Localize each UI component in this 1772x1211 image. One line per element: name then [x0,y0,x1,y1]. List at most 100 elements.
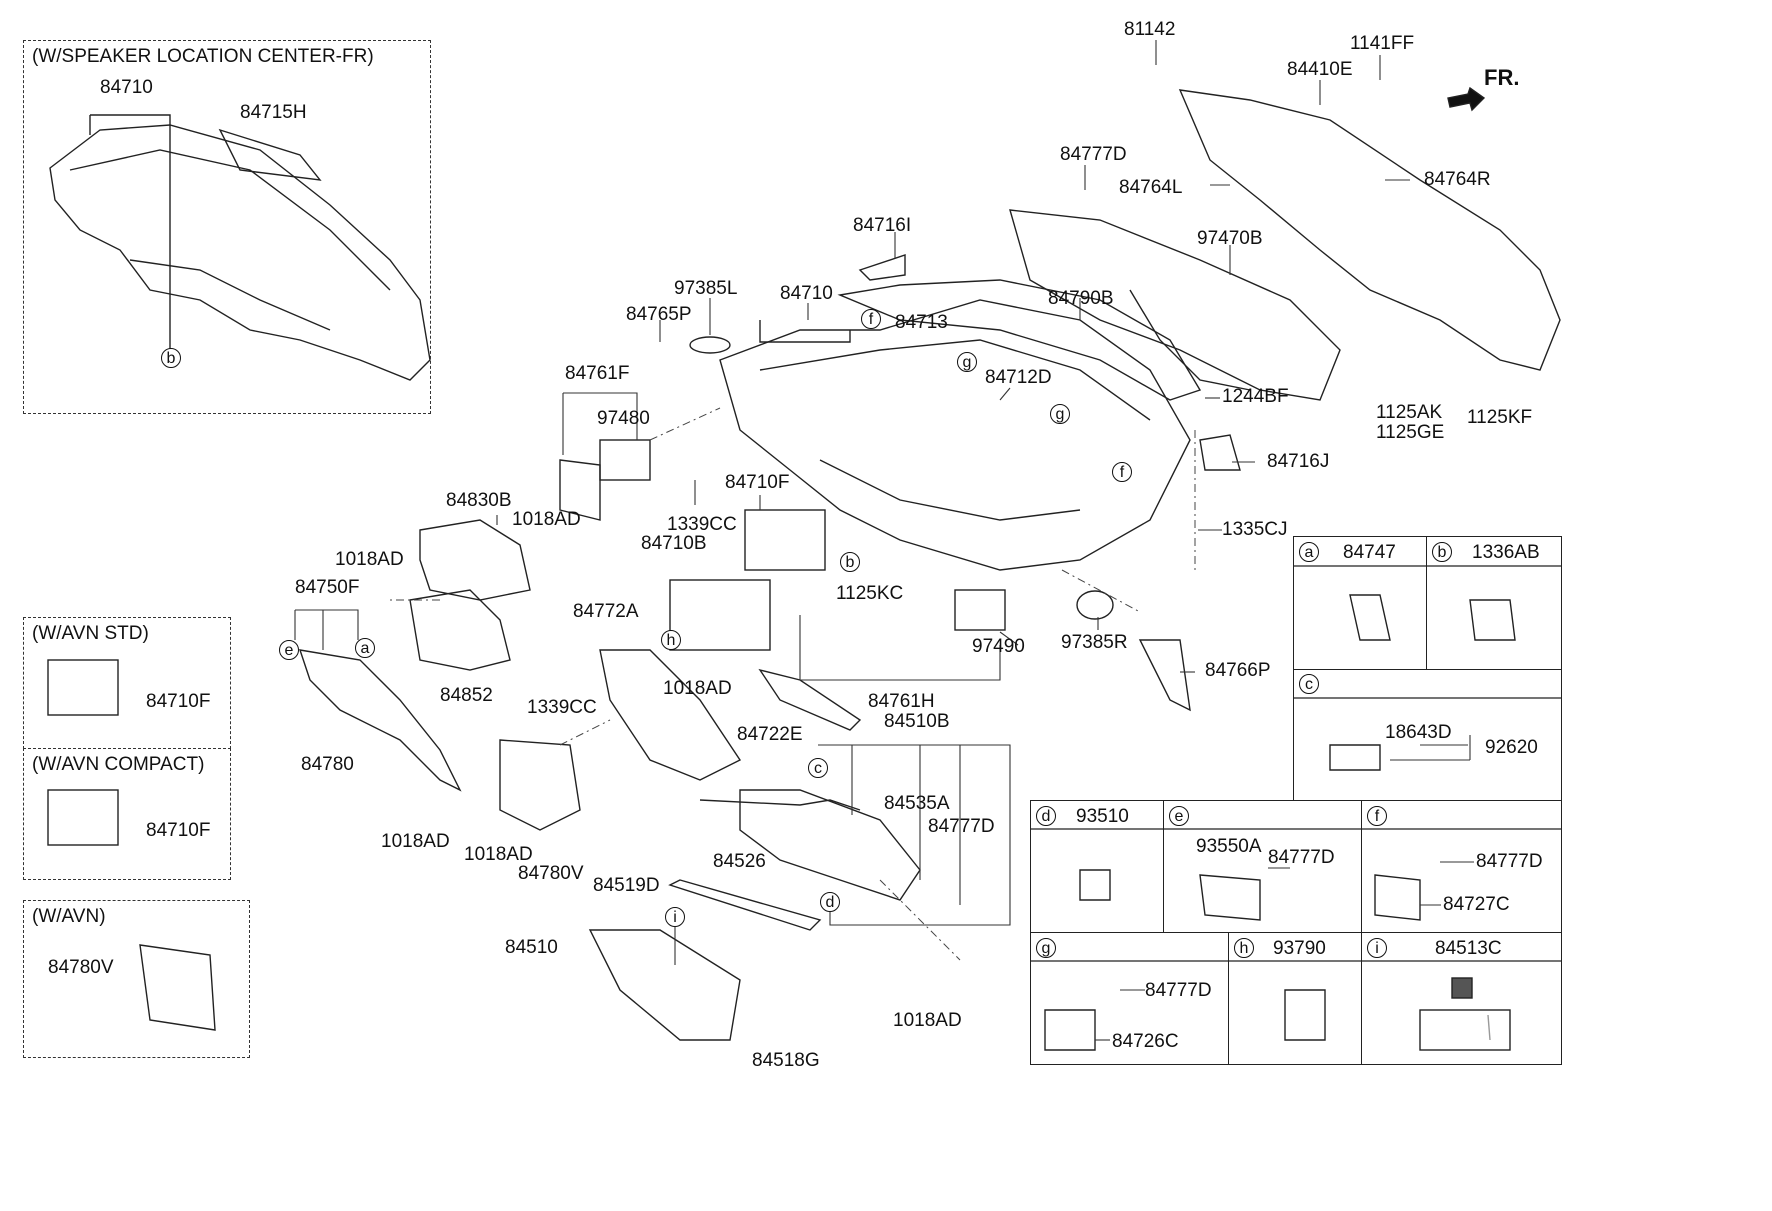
glove-box-shape [588,929,741,1041]
part-label-84710f[interactable]: 84710F [725,472,790,493]
part-label-84766p[interactable]: 84766P [1205,660,1271,681]
inset-speaker-location-frame [23,40,431,414]
part-label-1339cc-a[interactable]: 1339CC [667,514,737,535]
part-label-1125kf[interactable]: 1125KF [1467,407,1533,428]
legend-part-84777d-f[interactable]: 84777D [1476,851,1543,872]
part-label-84777d-mid[interactable]: 84777D [928,816,995,837]
callout-g-top[interactable]: g [957,352,977,372]
part-label-84765p[interactable]: 84765P [626,304,692,325]
part-label-84710[interactable]: 84710 [780,283,833,304]
legend-part-93550a[interactable]: 93550A [1196,836,1262,857]
callout-g-right[interactable]: g [1050,404,1070,424]
part-label-84764r[interactable]: 84764R [1424,169,1491,190]
legend-part-18643d[interactable]: 18643D [1385,722,1452,743]
callout-a[interactable]: a [355,638,375,658]
legend-part-93790[interactable]: 93790 [1273,938,1326,959]
callout-h[interactable]: h [661,630,681,650]
part-label-84777d-top[interactable]: 84777D [1060,144,1127,165]
part-label-97480[interactable]: 97480 [597,408,650,429]
part-label-1018ad-b[interactable]: 1018AD [335,549,404,570]
part-label-84526[interactable]: 84526 [713,851,766,872]
legend-part-1336ab[interactable]: 1336AB [1472,542,1540,563]
side-vent-right-shape [954,589,1006,631]
legend-letter-a: a [1299,542,1319,562]
part-label-1018ad-e[interactable]: 1018AD [464,844,533,865]
part-label-84750f[interactable]: 84750F [295,577,360,598]
legend-letter-d: d [1036,806,1056,826]
inset-avn-label-84780v[interactable]: 84780V [48,957,114,978]
avn-bezel-shape [139,944,216,1031]
callout-f-right[interactable]: f [1112,462,1132,482]
legend-part-92620[interactable]: 92620 [1485,737,1538,758]
callout-d[interactable]: d [820,892,840,912]
part-label-84510[interactable]: 84510 [505,937,558,958]
part-label-84519d[interactable]: 84519D [593,875,660,896]
part-label-84780v[interactable]: 84780V [518,863,584,884]
part-label-84761h[interactable]: 84761H [868,691,935,712]
part-label-1018ad-f[interactable]: 1018AD [893,1010,962,1031]
part-label-1125ge[interactable]: 1125GE [1376,422,1445,443]
avn-unit-shape [744,509,826,571]
legend-part-84747[interactable]: 84747 [1343,542,1396,563]
part-label-84852[interactable]: 84852 [440,685,493,706]
legend-part-84726c[interactable]: 84726C [1112,1031,1179,1052]
part-label-1339cc-b[interactable]: 1339CC [527,697,597,718]
inset-avn-compact-label-84710f[interactable]: 84710F [146,820,211,841]
part-label-84712d[interactable]: 84712D [985,367,1052,388]
part-label-81142[interactable]: 81142 [1124,19,1176,40]
speaker-grille-left-shape [689,336,731,354]
part-label-97490[interactable]: 97490 [972,636,1025,657]
part-label-84518g[interactable]: 84518G [752,1050,820,1071]
part-label-84790b[interactable]: 84790B [1048,288,1114,309]
inset-avn-std-label-84710f[interactable]: 84710F [146,691,211,712]
part-label-84713[interactable]: 84713 [895,312,948,333]
crash-pad-lower-shape [298,649,462,792]
part-label-84410e[interactable]: 84410E [1287,59,1353,80]
inset-speaker-label-84710[interactable]: 84710 [100,77,153,98]
legend-part-84777d-g[interactable]: 84777D [1145,980,1212,1001]
legend-part-84777d-e[interactable]: 84777D [1268,847,1335,868]
legend-letter-h: h [1234,938,1254,958]
legend-nut-b-shape [1469,599,1516,641]
side-cover-left-shape [1199,434,1241,471]
avn-std-unit-shape [47,659,119,716]
part-label-97385r[interactable]: 97385R [1061,632,1128,653]
part-label-1335cj[interactable]: 1335CJ [1222,519,1288,540]
legend-bracket-f-shape [1374,874,1421,921]
part-label-1141ff[interactable]: 1141FF [1350,33,1415,54]
callout-b[interactable]: b [840,552,860,572]
part-label-84716i[interactable]: 84716I [853,215,912,236]
callout-i[interactable]: i [665,907,685,927]
callout-f-top[interactable]: f [861,309,881,329]
callout-e[interactable]: e [279,640,299,660]
callout-c[interactable]: c [808,758,828,778]
part-label-1018ad-a[interactable]: 1018AD [512,509,581,530]
part-label-97385l[interactable]: 97385L [674,278,738,299]
part-label-1244bf[interactable]: 1244BF [1222,386,1289,407]
legend-part-93510[interactable]: 93510 [1076,806,1129,827]
cluster-hood-shape [419,519,531,601]
part-label-84510b[interactable]: 84510B [884,711,950,732]
part-label-84764l[interactable]: 84764L [1119,177,1183,198]
part-label-84780[interactable]: 84780 [301,754,354,775]
part-label-84710b[interactable]: 84710B [641,533,707,554]
part-label-84722e[interactable]: 84722E [737,724,803,745]
part-label-97470b[interactable]: 97470B [1197,228,1263,249]
legend-part-84513c[interactable]: 84513C [1435,938,1502,959]
crash-pad-panel-shape [837,279,1202,401]
front-direction-label: FR. [1484,65,1520,90]
part-label-1125ak[interactable]: 1125AK [1376,402,1443,423]
part-label-84830b[interactable]: 84830B [446,490,512,511]
part-label-1018ad-c[interactable]: 1018AD [663,678,732,699]
part-label-1125kc[interactable]: 1125KC [836,583,904,604]
part-label-84535a[interactable]: 84535A [884,793,950,814]
inset-speaker-label-84715h[interactable]: 84715H [240,102,307,123]
part-label-84772a[interactable]: 84772A [573,601,639,622]
inset-speaker-callout-b[interactable]: b [161,348,181,368]
legend-switch-d-shape [1079,869,1111,901]
part-label-84761f[interactable]: 84761F [565,363,630,384]
part-label-1018ad-d[interactable]: 1018AD [381,831,450,852]
part-label-84716j[interactable]: 84716J [1267,451,1330,472]
legend-part-84727c[interactable]: 84727C [1443,894,1510,915]
